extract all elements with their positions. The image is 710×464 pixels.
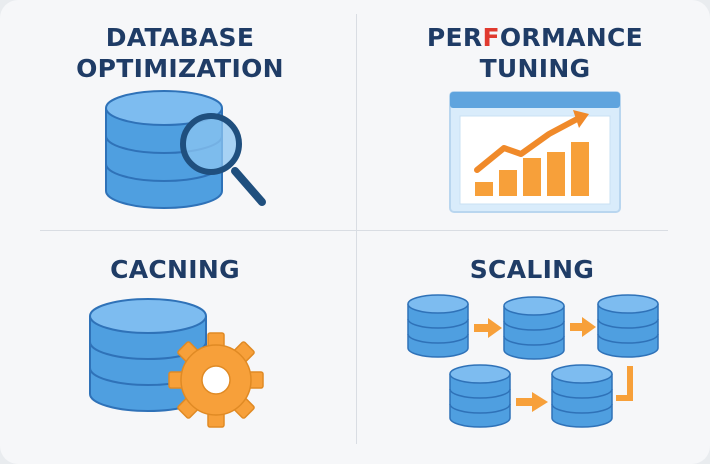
horizontal-divider (40, 230, 668, 231)
title-line: OPTIMIZATION (76, 54, 284, 83)
title-line: PERFORMANCE (385, 22, 685, 53)
caching-illustration (89, 298, 264, 428)
database-optimization-title: DATABASE OPTIMIZATION (30, 22, 330, 84)
arrow-icon (516, 392, 548, 412)
database-icon (551, 364, 613, 428)
database-icon (449, 364, 511, 428)
magnifier-icon (180, 113, 266, 206)
trend-arrow-icon (474, 110, 589, 173)
title-line: TUNING (479, 54, 591, 83)
title-part: PER (426, 23, 483, 52)
scaling-illustration (407, 294, 659, 428)
database-optimization-illustration (105, 90, 266, 209)
title-line: DATABASE (105, 23, 255, 52)
title-part-accent: F (482, 23, 500, 52)
scaling-title: SCALING (469, 255, 595, 284)
arrow-icon (570, 317, 596, 337)
performance-tuning-illustration (449, 91, 621, 213)
arrow-icon (616, 366, 633, 401)
database-icon (503, 296, 565, 360)
bar-chart-icon (475, 142, 589, 196)
database-icon (407, 294, 469, 358)
performance-tuning-title: PERFORMANCE TUNING (385, 22, 685, 84)
caching-title: CACNING (110, 255, 240, 284)
database-icon (597, 294, 659, 358)
vertical-divider (356, 14, 357, 444)
gear-icon (168, 332, 264, 428)
arrow-icon (474, 318, 502, 338)
title-part: ORMANCE (499, 23, 644, 52)
